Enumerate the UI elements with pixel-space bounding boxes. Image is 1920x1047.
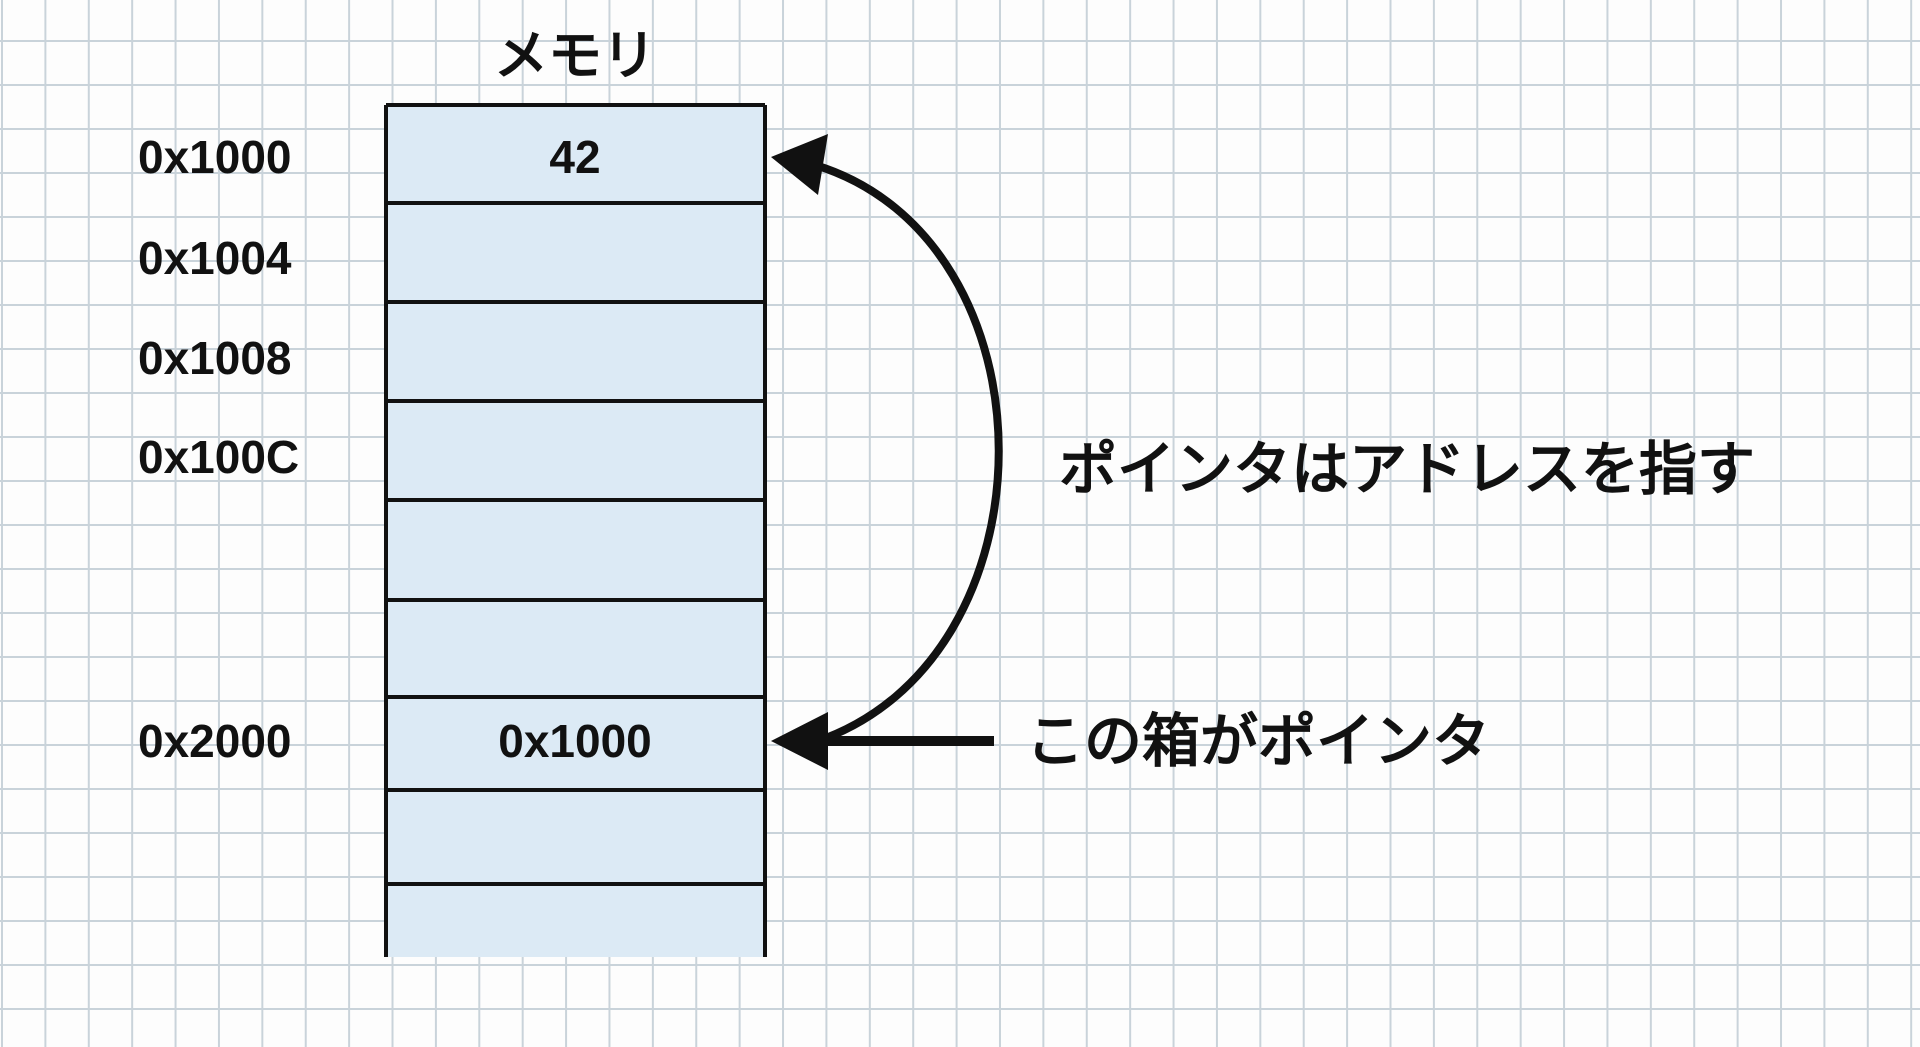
address-label: 0x1008 [138, 332, 292, 384]
cell-value: 42 [549, 131, 600, 183]
arrowhead-bottom-icon [771, 712, 828, 770]
address-label: 0x1000 [138, 131, 292, 183]
curved-arrow-label: ポインタはアドレスを指す [1059, 437, 1755, 502]
address-label: 0x100C [138, 431, 299, 483]
cell-value: 0x1000 [498, 715, 652, 767]
memory-title: メモリ [494, 26, 656, 86]
straight-arrow-label: この箱がポインタ [1026, 709, 1490, 774]
curved-pointer-arrow [813, 161, 1003, 746]
memory-column-fill [386, 105, 765, 957]
memory-column [384, 103, 767, 957]
address-label: 0x2000 [138, 715, 292, 767]
address-label: 0x1004 [138, 232, 292, 284]
arrowhead-top-icon [771, 134, 828, 195]
